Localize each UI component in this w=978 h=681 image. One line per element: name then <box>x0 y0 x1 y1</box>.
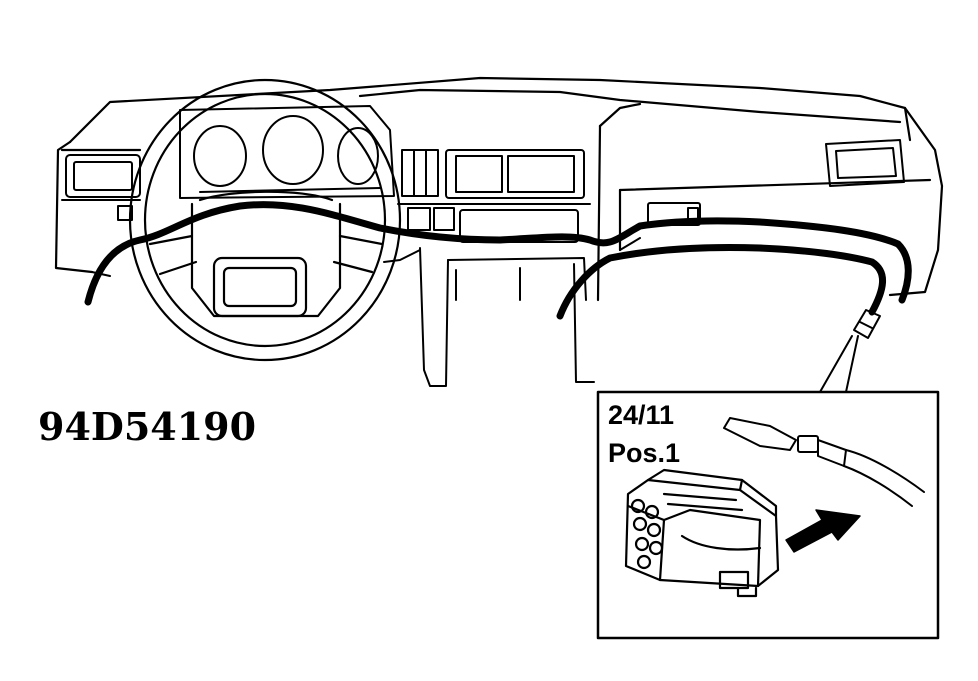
right-vent <box>825 139 905 187</box>
dashboard-outline <box>54 76 944 302</box>
position-label: Pos.1 <box>608 438 681 468</box>
figure-code: 94D54190 <box>38 404 257 449</box>
left-vent <box>61 154 141 221</box>
harness-plug <box>853 309 881 339</box>
instrument-cluster <box>179 105 395 199</box>
connector-block <box>624 468 780 598</box>
insertion-arrow <box>785 509 861 553</box>
callout-leader-lines <box>819 335 859 393</box>
wiring-harness <box>84 201 912 320</box>
center-console <box>397 149 595 387</box>
terminal-pin <box>723 417 925 507</box>
steering-wheel <box>128 78 402 362</box>
callout-box <box>596 390 940 640</box>
connector-reference: 24/11 <box>608 400 675 430</box>
